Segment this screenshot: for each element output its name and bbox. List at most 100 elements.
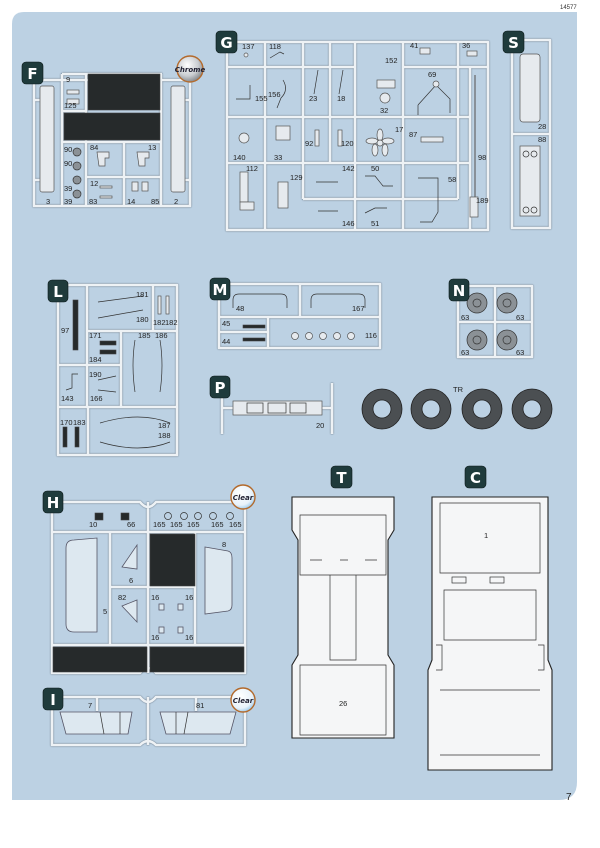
part-number-label: 90 — [64, 159, 72, 168]
part-number-label: 182 — [165, 318, 178, 327]
part-c-cab-body: C 1 — [427, 465, 553, 771]
tires-tr: TR — [361, 385, 553, 430]
part-number-label: 5 — [103, 607, 107, 616]
part-number-label: 183 — [73, 418, 86, 427]
part-number-label: 12 — [90, 179, 98, 188]
part-number-label: 165 — [187, 520, 200, 529]
part-number-label: 63 — [516, 348, 524, 357]
clear-badge-i: Clear — [230, 687, 256, 713]
part-number-label: 20 — [316, 421, 324, 430]
sprue-badge-c: C — [464, 465, 487, 489]
part-number-label: 18 — [337, 94, 345, 103]
part-number-label: 41 — [410, 41, 418, 50]
part-number-label: 187 — [158, 421, 171, 430]
part-number-label: 48 — [236, 304, 244, 313]
part-number-label: 88 — [538, 135, 546, 144]
part-number-label: 83 — [89, 197, 97, 206]
sprue-badge-l: L — [47, 279, 69, 303]
part-number-label: 186 — [155, 331, 168, 340]
clear-badge-h: Clear — [230, 484, 256, 510]
part-number-label: 23 — [309, 94, 317, 103]
part-13-mirror — [136, 151, 150, 167]
part-3-side-trim — [39, 85, 55, 193]
part-number-label: 82 — [118, 593, 126, 602]
part-number-label: 63 — [516, 313, 524, 322]
svg-text:C: C — [470, 469, 481, 487]
part-number-label: 165 — [153, 520, 166, 529]
sprue-badge-m: M — [209, 277, 231, 301]
sprue-h: H Clear 10 66 165 165 165 165 165 8 6 5 … — [42, 484, 256, 675]
part-number-label: 9 — [66, 75, 70, 84]
part-number-label: 185 — [138, 331, 151, 340]
part-number-label: 189 — [476, 196, 489, 205]
part-number-label: 63 — [461, 313, 469, 322]
part-black-panel-wide — [63, 112, 161, 141]
part-number-label: 45 — [222, 319, 230, 328]
sprue-badge-t: T — [330, 465, 353, 489]
part-number-label: 50 — [371, 164, 379, 173]
part-number-label: 188 — [158, 431, 171, 440]
part-number-label: 85 — [151, 197, 159, 206]
part-number-label: 16 — [185, 633, 193, 642]
part-number-label: 190 — [89, 370, 102, 379]
sprue-badge-g: G — [215, 30, 238, 54]
sprue-i: I Clear 7 81 — [42, 687, 256, 747]
part-t-interior-tub: T 26 — [291, 465, 395, 739]
svg-text:G: G — [220, 34, 232, 52]
svg-text:L: L — [53, 283, 63, 301]
part-84-mirror — [96, 151, 110, 167]
part-number-label: 58 — [448, 175, 456, 184]
svg-text:F: F — [27, 65, 37, 83]
sprue-badge-i: I — [42, 687, 64, 711]
part-number-label: 14 — [127, 197, 135, 206]
part-number-label: 129 — [290, 173, 303, 182]
sprue-n: N 63 63 63 63 — [448, 278, 534, 359]
part-number-label: 51 — [371, 219, 379, 228]
svg-text:N: N — [453, 282, 466, 300]
sprue-badge-n: N — [448, 278, 470, 302]
part-number-label: 63 — [461, 348, 469, 357]
svg-text:T: T — [336, 469, 347, 487]
part-number-label: 16 — [151, 593, 159, 602]
part-number-label: 156 — [268, 90, 281, 99]
part-number-label: 16 — [151, 633, 159, 642]
part-number-label: 28 — [538, 122, 546, 131]
tires-label: TR — [453, 385, 464, 394]
part-number-label: 33 — [274, 153, 282, 162]
sprue-g: G 137 118 155 156 23 18 152 32 41 69 36 … — [215, 30, 490, 232]
part-number-label: 1 — [484, 531, 488, 540]
part-number-label: 16 — [185, 593, 193, 602]
part-number-label: 39 — [64, 197, 72, 206]
part-number-label: 182 — [153, 318, 166, 327]
part-number-label: 165 — [211, 520, 224, 529]
part-number-label: 44 — [222, 337, 230, 346]
part-number-label: 165 — [229, 520, 242, 529]
part-black-panel-top — [87, 73, 161, 111]
part-number-label: 142 — [342, 164, 355, 173]
page-number: 7 — [566, 792, 572, 803]
part-number-label: 120 — [341, 139, 354, 148]
part-number-label: 155 — [255, 94, 268, 103]
part-number-label: 152 — [385, 56, 398, 65]
part-number-label: 146 — [342, 219, 355, 228]
part-number-label: 26 — [339, 699, 347, 708]
part-number-label: 2 — [174, 197, 178, 206]
part-number-label: 125 — [64, 101, 77, 110]
sprue-badge-p: P — [209, 375, 231, 399]
svg-text:I: I — [50, 691, 56, 709]
part-number-label: 39 — [64, 184, 72, 193]
part-number-label: 32 — [380, 106, 388, 115]
part-number-label: 97 — [61, 326, 69, 335]
part-number-label: 81 — [196, 701, 204, 710]
part-number-label: 84 — [90, 143, 98, 152]
part-number-label: 17 — [395, 125, 403, 134]
svg-text:M: M — [213, 281, 228, 299]
part-number-label: 10 — [89, 520, 97, 529]
part-number-label: 112 — [246, 164, 258, 173]
part-number-label: 87 — [409, 130, 417, 139]
sprue-f: F Chrome 9 125 90 90 39 39 84 13 12 83 1… — [21, 55, 205, 208]
part-number-label: 140 — [233, 153, 246, 162]
part-number-label: 92 — [305, 139, 313, 148]
part-number-label: 165 — [170, 520, 183, 529]
